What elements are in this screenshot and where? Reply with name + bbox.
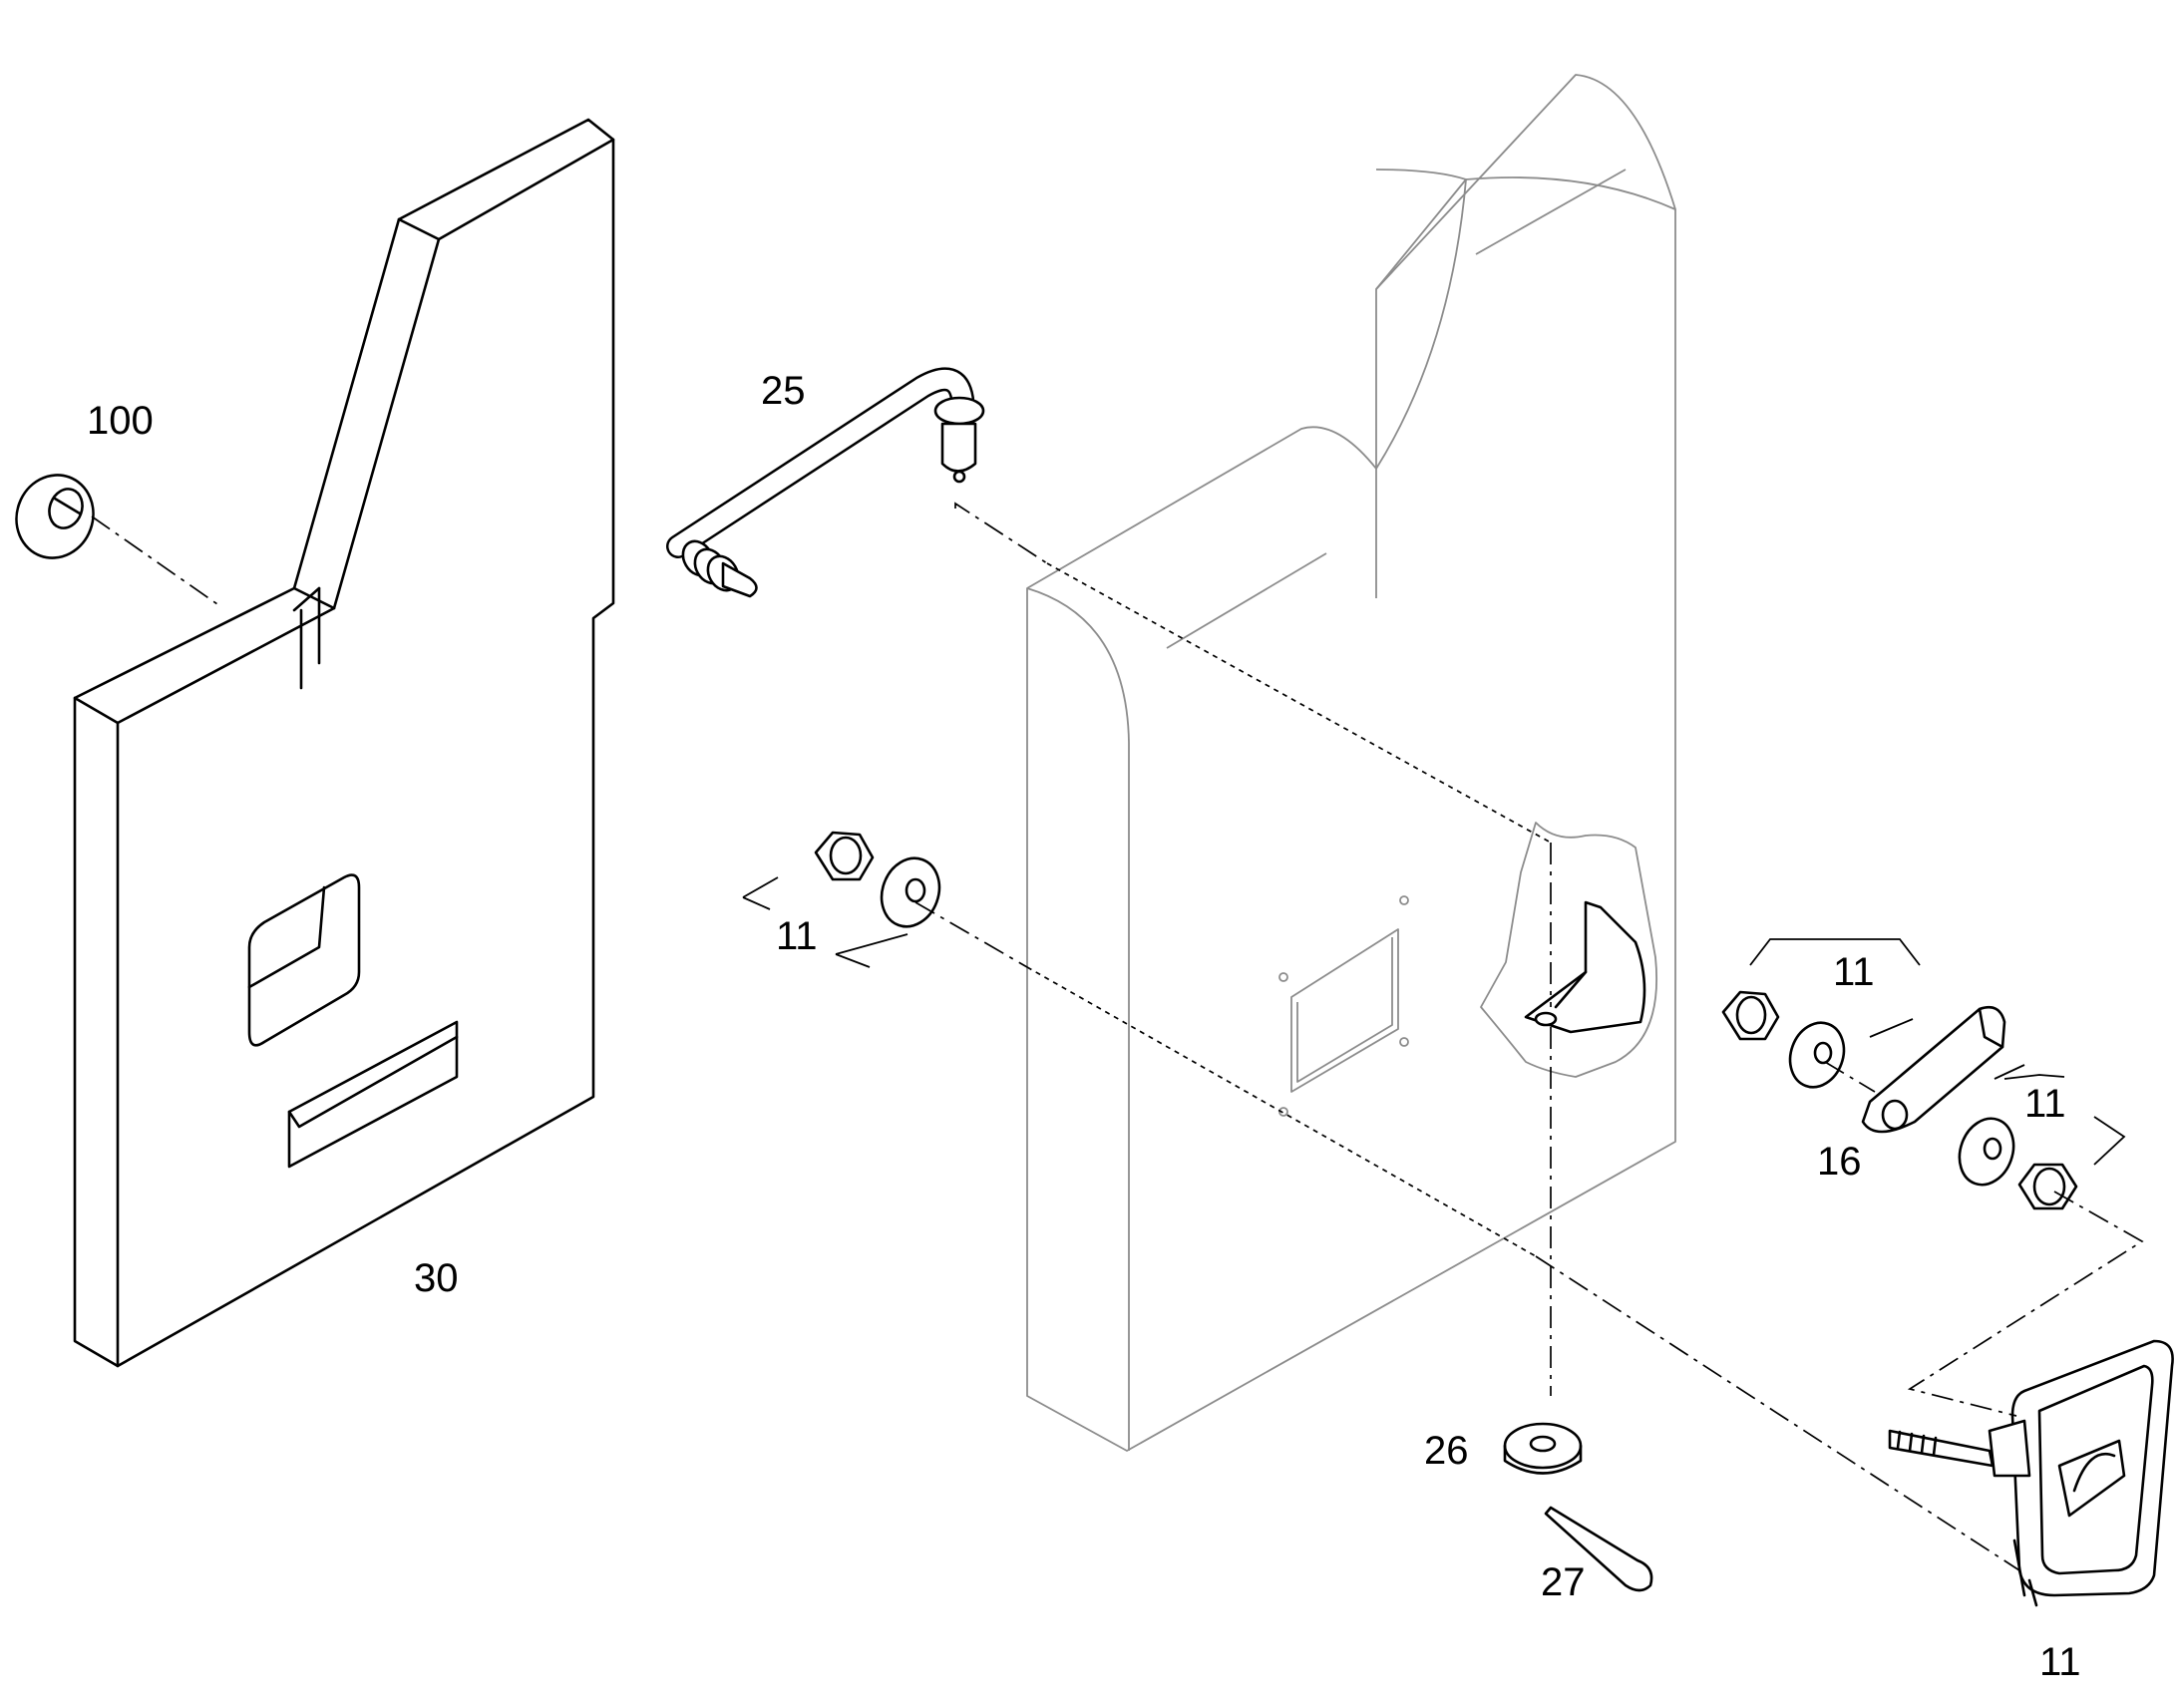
callout-25: 25 [761,369,806,413]
callout-labels: 100 25 30 11 11 11 16 26 27 11 [87,369,2081,1684]
nut-washer-part-11-left [814,831,941,928]
nut-washer-part-11-mid-right [1958,1117,2078,1210]
washer-part-26 [1503,1422,1583,1475]
mounting-panel [1026,74,1676,1452]
callout-11-bottom-right: 11 [2039,1640,2081,1684]
callout-27: 27 [1541,1560,1586,1604]
latch-handle-assembly-part-11 [1888,1339,2174,1607]
callout-26: 26 [1424,1429,1469,1473]
cotter-pin-part-27 [1544,1506,1653,1592]
cover-button-part-100 [15,474,95,559]
callout-16: 16 [1817,1140,1862,1184]
callout-30: 30 [414,1256,459,1300]
door-panel-part-30 [73,118,615,1368]
nut-washer-part-11-top-right [1721,990,1846,1089]
callout-11-mid-right: 11 [2024,1082,2066,1126]
alignment-lines [91,502,2144,1571]
latch-cam-part-16 [1861,1005,2006,1134]
callout-11-left: 11 [776,914,818,958]
bent-rod-part-25 [666,367,985,598]
callout-100: 100 [87,399,154,443]
callout-11-top-right: 11 [1833,950,1875,994]
callout-brackets [742,876,2126,1166]
hinge-bracket-detail [1480,822,1658,1078]
